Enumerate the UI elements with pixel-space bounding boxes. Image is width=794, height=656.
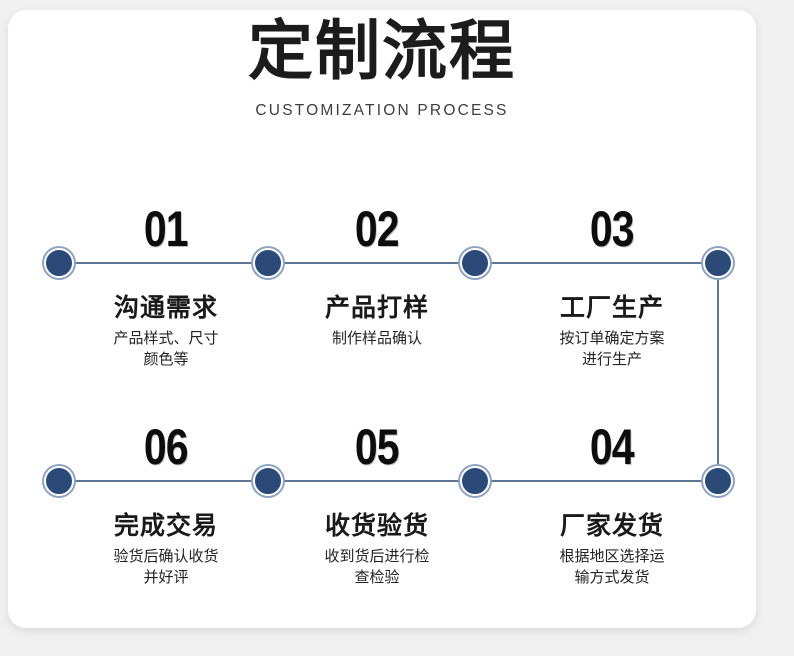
step-02-desc: 制作样品确认 xyxy=(331,330,422,347)
step-01-desc: 产品样式、尺寸 颜色等 xyxy=(113,330,219,368)
step-06-rail-gap xyxy=(51,473,281,495)
step-04-rail-gap xyxy=(497,473,727,495)
step-01-title: 沟通需求 xyxy=(113,294,218,322)
node-dot-04 xyxy=(460,466,490,496)
step-03: 03 工厂生产 按订单确定方案 进行生产 xyxy=(497,195,727,370)
step-02-number: 02 xyxy=(355,201,400,257)
step-05-number: 05 xyxy=(355,419,400,475)
node-dot-04-end xyxy=(703,466,733,496)
step-03-desc: 按订单确定方案 进行生产 xyxy=(559,330,665,368)
step-03-number: 03 xyxy=(590,201,635,257)
step-06-desc: 验货后确认收货 并好评 xyxy=(113,548,219,586)
step-01-number-block: 01 xyxy=(51,195,281,255)
node-dot-05 xyxy=(253,466,283,496)
content-card xyxy=(8,10,756,628)
step-04-number: 04 xyxy=(590,419,635,475)
step-04-number-block: 04 xyxy=(497,413,727,473)
node-dot-06 xyxy=(44,466,74,496)
node-dot-02 xyxy=(253,248,283,278)
step-01-number: 01 xyxy=(144,201,189,257)
step-03-title: 工厂生产 xyxy=(559,294,664,322)
page-title: 定制流程 xyxy=(247,14,516,87)
page-subtitle: CUSTOMIZATION PROCESS xyxy=(255,102,509,119)
step-03-rail-gap xyxy=(497,255,727,277)
step-02-number-block: 02 xyxy=(262,195,492,255)
step-06-number-block: 06 xyxy=(51,413,281,473)
header: 定制流程 CUSTOMIZATION PROCESS xyxy=(8,14,756,120)
step-02: 02 产品打样 制作样品确认 xyxy=(262,195,492,349)
node-dot-03 xyxy=(460,248,490,278)
step-06: 06 完成交易 验货后确认收货 并好评 xyxy=(51,413,281,588)
step-05-number-block: 05 xyxy=(262,413,492,473)
step-05: 05 收货验货 收到货后进行检 查检验 xyxy=(262,413,492,588)
step-04: 04 厂家发货 根据地区选择运 输方式发货 xyxy=(497,413,727,588)
node-dot-01 xyxy=(44,248,74,278)
step-05-rail-gap xyxy=(262,473,492,495)
step-05-title: 收货验货 xyxy=(324,512,429,540)
node-dot-03-end xyxy=(703,248,733,278)
step-04-title: 厂家发货 xyxy=(559,512,664,540)
step-02-title: 产品打样 xyxy=(324,294,429,322)
step-01: 01 沟通需求 产品样式、尺寸 颜色等 xyxy=(51,195,281,370)
step-01-rail-gap xyxy=(51,255,281,277)
step-03-number-block: 03 xyxy=(497,195,727,255)
step-05-desc: 收到货后进行检 查检验 xyxy=(324,548,430,586)
step-02-rail-gap xyxy=(262,255,492,277)
step-04-desc: 根据地区选择运 输方式发货 xyxy=(559,548,665,586)
step-06-number: 06 xyxy=(144,419,189,475)
step-06-title: 完成交易 xyxy=(113,512,218,540)
